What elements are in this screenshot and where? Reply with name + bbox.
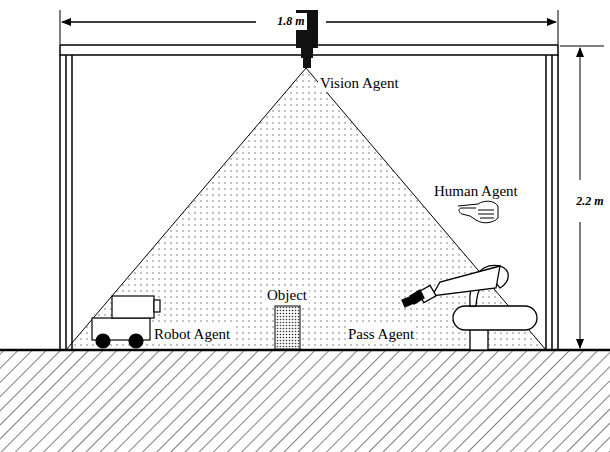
- agent-label: Vision Agent: [318, 75, 401, 92]
- robot-arm: [402, 265, 537, 350]
- dimension-text: 2.2 m: [574, 193, 605, 210]
- agent-label: Robot Agent: [152, 326, 232, 343]
- robot-cart: [92, 296, 160, 348]
- vision-cone: [66, 68, 546, 350]
- dimension-lines: [60, 10, 604, 350]
- frame: [60, 45, 558, 350]
- object-box: [275, 306, 300, 349]
- dimension-text: 1.8 m: [275, 13, 306, 30]
- pointing-hand: [458, 201, 498, 223]
- agent-label: Pass Agent: [346, 326, 416, 343]
- agent-label: Human Agent: [432, 183, 520, 200]
- object-label: Object: [265, 287, 309, 304]
- ground-hatch: [0, 350, 610, 452]
